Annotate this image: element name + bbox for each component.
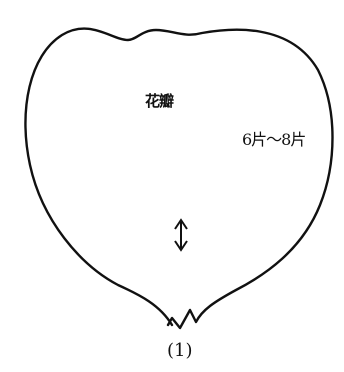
petal-outline <box>24 27 334 330</box>
petal-label: 花瓣 <box>145 92 174 110</box>
up-down-arrow-icon <box>174 218 188 252</box>
figure-label: (1) <box>167 340 193 361</box>
petal-count-label: 6片～8片 <box>242 130 306 149</box>
